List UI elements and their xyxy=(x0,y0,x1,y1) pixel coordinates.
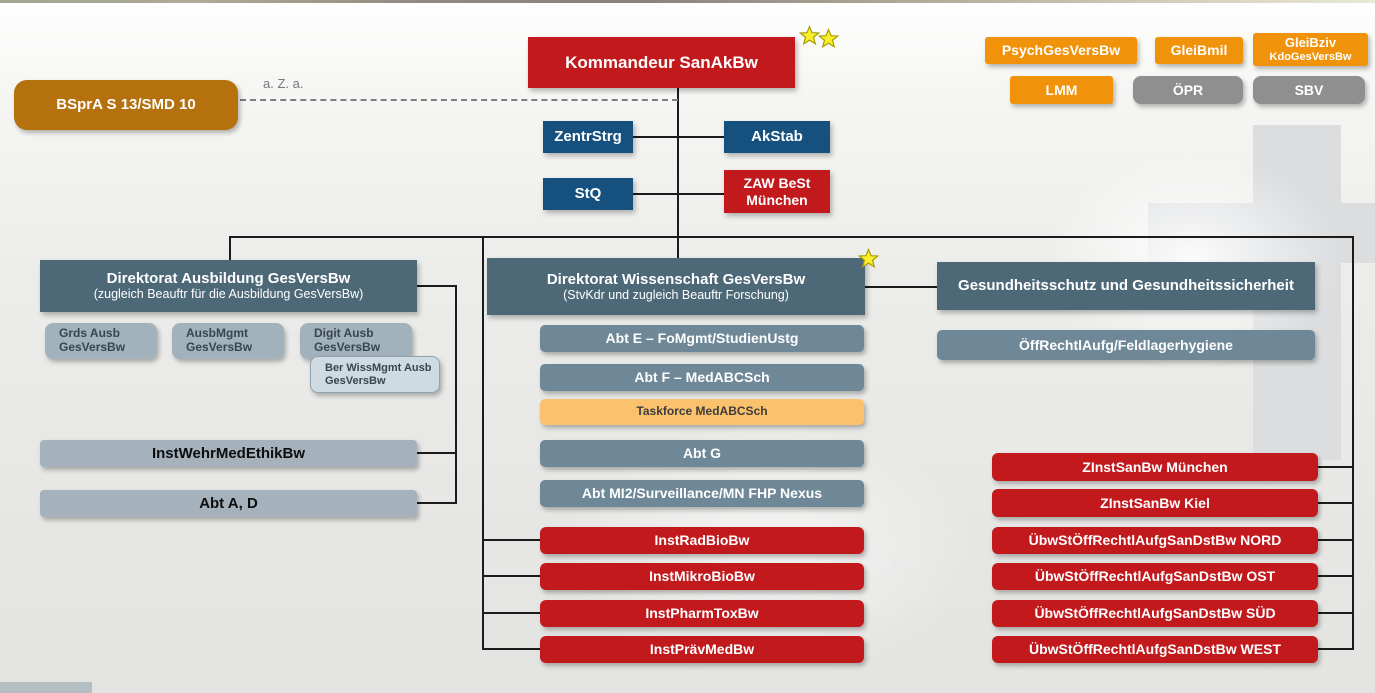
node-abt-mi2: Abt MI2/Surveillance/MN FHP Nexus xyxy=(540,480,864,507)
node-label-line: KdoGesVersBw xyxy=(1269,50,1352,63)
node-ber-wissmgmt-ausb: Ber WissMgmt Ausb GesVersBw xyxy=(310,356,440,393)
connector-line xyxy=(417,502,457,504)
connector-line xyxy=(1318,612,1354,614)
node-label-line: AusbMgmt xyxy=(186,326,248,341)
connector-line xyxy=(1318,502,1354,504)
node-zinstsanbw-kiel: ZInstSanBw Kiel xyxy=(992,489,1318,517)
connector-line xyxy=(417,452,457,454)
connector-line xyxy=(633,193,724,195)
node-bspra: BSprA S 13/SMD 10 xyxy=(14,80,238,130)
connector-line xyxy=(482,575,540,577)
node-lmm: LMM xyxy=(1010,76,1113,104)
node-label-line: GesVersBw xyxy=(186,340,253,354)
node-abt-e: Abt E – FoMgmt/StudienUstg xyxy=(540,325,864,352)
node-uebwst-sued: ÜbwStÖffRechtlAufgSanDstBw SÜD xyxy=(992,600,1318,627)
node-label-line: Grds Ausb xyxy=(59,326,120,341)
rank-star-icon xyxy=(858,248,879,269)
connector-line xyxy=(865,286,937,288)
connector-line xyxy=(1318,575,1354,577)
node-stq: StQ xyxy=(543,178,633,210)
assignment-note-label: a. Z. a. xyxy=(263,76,304,91)
connector-line xyxy=(1318,648,1354,650)
node-akstab: AkStab xyxy=(724,121,830,153)
rank-star-icon xyxy=(818,28,839,49)
node-uebwst-ost: ÜbwStÖffRechtlAufgSanDstBw OST xyxy=(992,563,1318,590)
node-label-line: München xyxy=(746,191,808,208)
directorate-subtitle: (zugleich Beauftr für die Ausbildung Ges… xyxy=(93,287,364,302)
node-digit-ausb: Digit Ausb GesVersBw xyxy=(300,323,412,359)
connector-line xyxy=(229,236,231,260)
node-oepr: ÖPR xyxy=(1133,76,1243,104)
node-psychgesversbw: PsychGesVersBw xyxy=(985,37,1137,64)
rank-star-icon xyxy=(799,25,820,46)
connector-line xyxy=(482,539,540,541)
node-gleibziv-kdogesversbw: GleiBziv KdoGesVersBw xyxy=(1253,33,1368,66)
connector-line xyxy=(677,88,679,258)
node-sbv: SBV xyxy=(1253,76,1365,104)
connector-line xyxy=(633,136,724,138)
node-uebwst-nord: ÜbwStÖffRechtlAufgSanDstBw NORD xyxy=(992,527,1318,554)
node-abt-a-d: Abt A, D xyxy=(40,490,417,517)
connector-line xyxy=(1352,236,1354,650)
node-zinstsanbw-muenchen: ZInstSanBw München xyxy=(992,453,1318,481)
connector-line xyxy=(482,612,540,614)
node-label-line: ZAW BeSt xyxy=(743,175,811,192)
node-label-line: GesVersBw xyxy=(59,340,126,354)
connector-line xyxy=(417,285,457,287)
node-instpraevmedbw: InstPrävMedBw xyxy=(540,636,864,663)
connector-line xyxy=(1318,539,1354,541)
node-label-line: GesVersBw xyxy=(314,340,381,354)
node-label-line: Digit Ausb xyxy=(314,326,374,341)
node-instradbiobw: InstRadBioBw xyxy=(540,527,864,554)
connector-line xyxy=(482,236,484,649)
node-label-line: GesVersBw xyxy=(325,374,386,387)
node-abt-f: Abt F – MedABCSch xyxy=(540,364,864,391)
directorate-title: Direktorat Ausbildung GesVersBw xyxy=(106,270,351,288)
node-abt-g: Abt G xyxy=(540,440,864,467)
connector-line xyxy=(1318,466,1354,468)
directorate-subtitle: (StvKdr und zugleich Beauftr Forschung) xyxy=(563,287,789,302)
node-label-line: Ber WissMgmt Ausb xyxy=(325,361,432,374)
node-direktorat-wissenschaft: Direktorat Wissenschaft GesVersBw (StvKd… xyxy=(487,258,865,315)
node-gesundheitsschutz: Gesundheitsschutz und Gesundheitssicherh… xyxy=(937,262,1315,310)
node-direktorat-ausbildung: Direktorat Ausbildung GesVersBw (zugleic… xyxy=(40,260,417,312)
bottom-left-photo-edge xyxy=(0,682,92,693)
node-gleibmil: GleiBmil xyxy=(1155,37,1243,64)
node-instwehrmedethikbw: InstWehrMedEthikBw xyxy=(40,440,417,467)
node-instpharmtoxbw: InstPharmToxBw xyxy=(540,600,864,627)
node-zentrstrg: ZentrStrg xyxy=(543,121,633,153)
main-horizontal-line xyxy=(229,236,1354,238)
node-oeffrechtlaufg-feldlagerhygiene: ÖffRechtlAufg/Feldlagerhygiene xyxy=(937,330,1315,360)
top-photo-edge xyxy=(0,0,1375,3)
connector-line xyxy=(455,285,457,504)
dashed-connector-line xyxy=(240,99,678,101)
node-instmikrobiobw: InstMikroBioBw xyxy=(540,563,864,590)
node-kommandeur-sanakbw: Kommandeur SanAkBw xyxy=(528,37,795,88)
node-ausbmgmt: AusbMgmt GesVersBw xyxy=(172,323,284,359)
node-label-line: GleiBziv xyxy=(1284,34,1337,50)
node-grds-ausb: Grds Ausb GesVersBw xyxy=(45,323,157,359)
directorate-title: Direktorat Wissenschaft GesVersBw xyxy=(546,270,806,288)
connector-line xyxy=(482,648,540,650)
node-taskforce-medabcsch: Taskforce MedABCSch xyxy=(540,399,864,425)
node-uebwst-west: ÜbwStÖffRechtlAufgSanDstBw WEST xyxy=(992,636,1318,663)
node-zaw-best-muenchen: ZAW BeSt München xyxy=(724,170,830,213)
